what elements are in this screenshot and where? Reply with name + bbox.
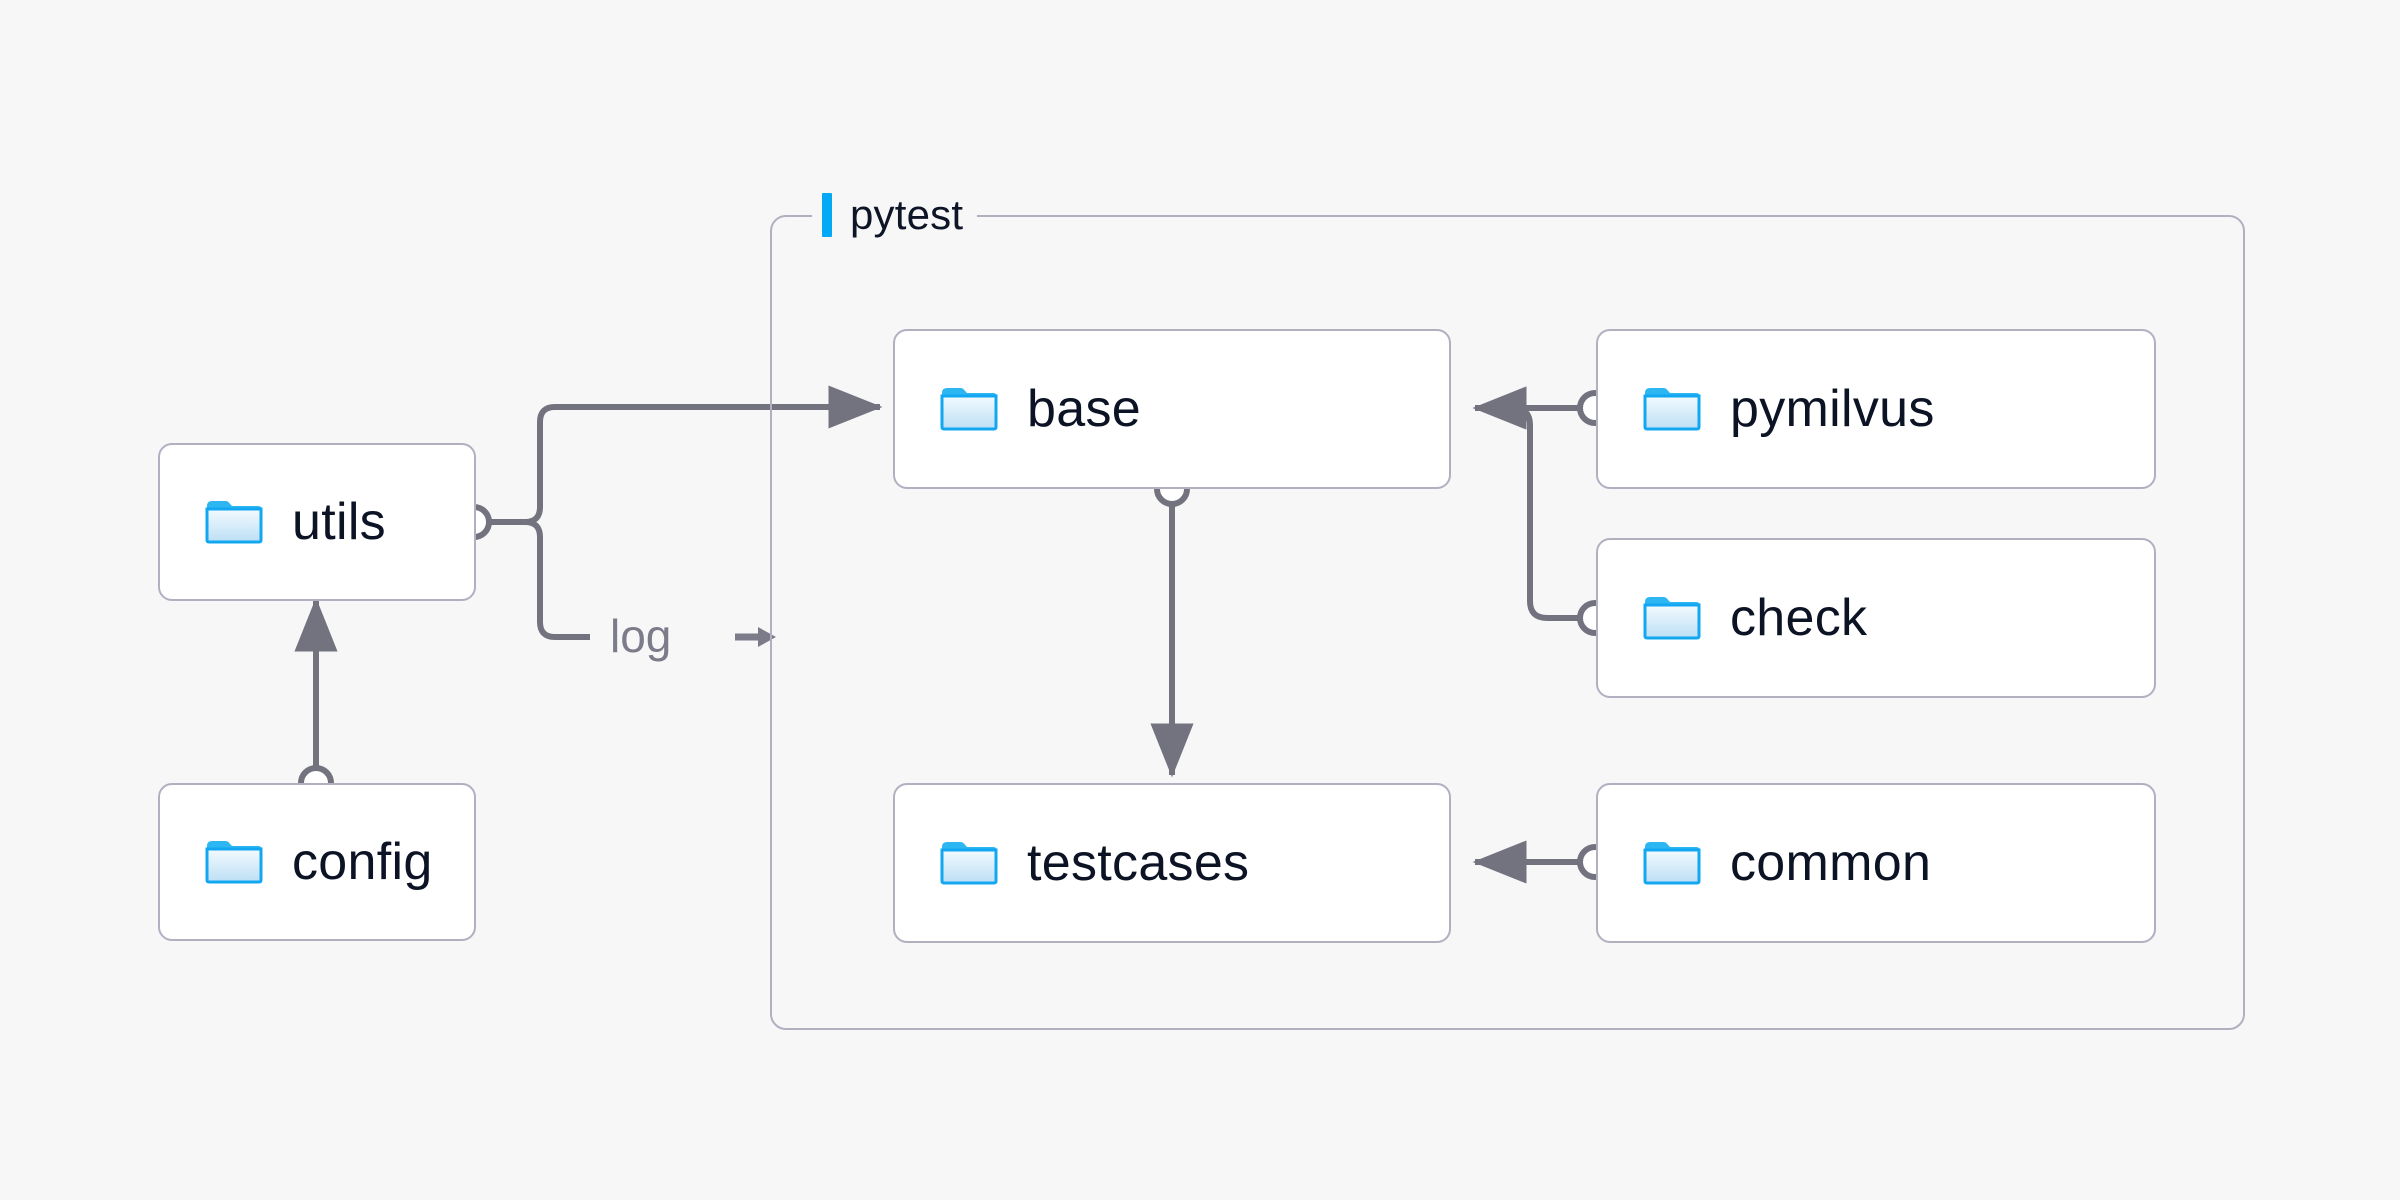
node-label-config: config: [292, 833, 433, 891]
node-label-utils: utils: [292, 493, 386, 551]
group-label-pytest: pytest: [812, 191, 978, 238]
node-label-common: common: [1730, 834, 1932, 892]
folder-icon: [939, 384, 999, 434]
folder-icon: [204, 497, 264, 547]
node-label-check: check: [1730, 589, 1868, 647]
edge-utils-log: [489, 519, 590, 640]
folder-icon: [1642, 838, 1702, 888]
node-pymilvus[interactable]: pymilvus: [1596, 329, 2156, 489]
node-base[interactable]: base: [893, 329, 1451, 489]
folder-icon: [1642, 384, 1702, 434]
group-title-text: pytest: [850, 191, 964, 238]
node-label-base: base: [1027, 380, 1141, 438]
node-check[interactable]: check: [1596, 538, 2156, 698]
node-testcases[interactable]: testcases: [893, 783, 1451, 943]
folder-icon: [1642, 593, 1702, 643]
node-label-pymilvus: pymilvus: [1730, 380, 1935, 438]
group-accent-bar: [822, 193, 832, 237]
folder-icon: [204, 837, 264, 887]
node-label-testcases: testcases: [1027, 834, 1250, 892]
node-common[interactable]: common: [1596, 783, 2156, 943]
node-utils[interactable]: utils: [158, 443, 476, 601]
folder-icon: [939, 838, 999, 888]
node-config[interactable]: config: [158, 783, 476, 941]
group-container-pytest: [770, 215, 2245, 1030]
edge-label-log: log: [600, 613, 682, 659]
